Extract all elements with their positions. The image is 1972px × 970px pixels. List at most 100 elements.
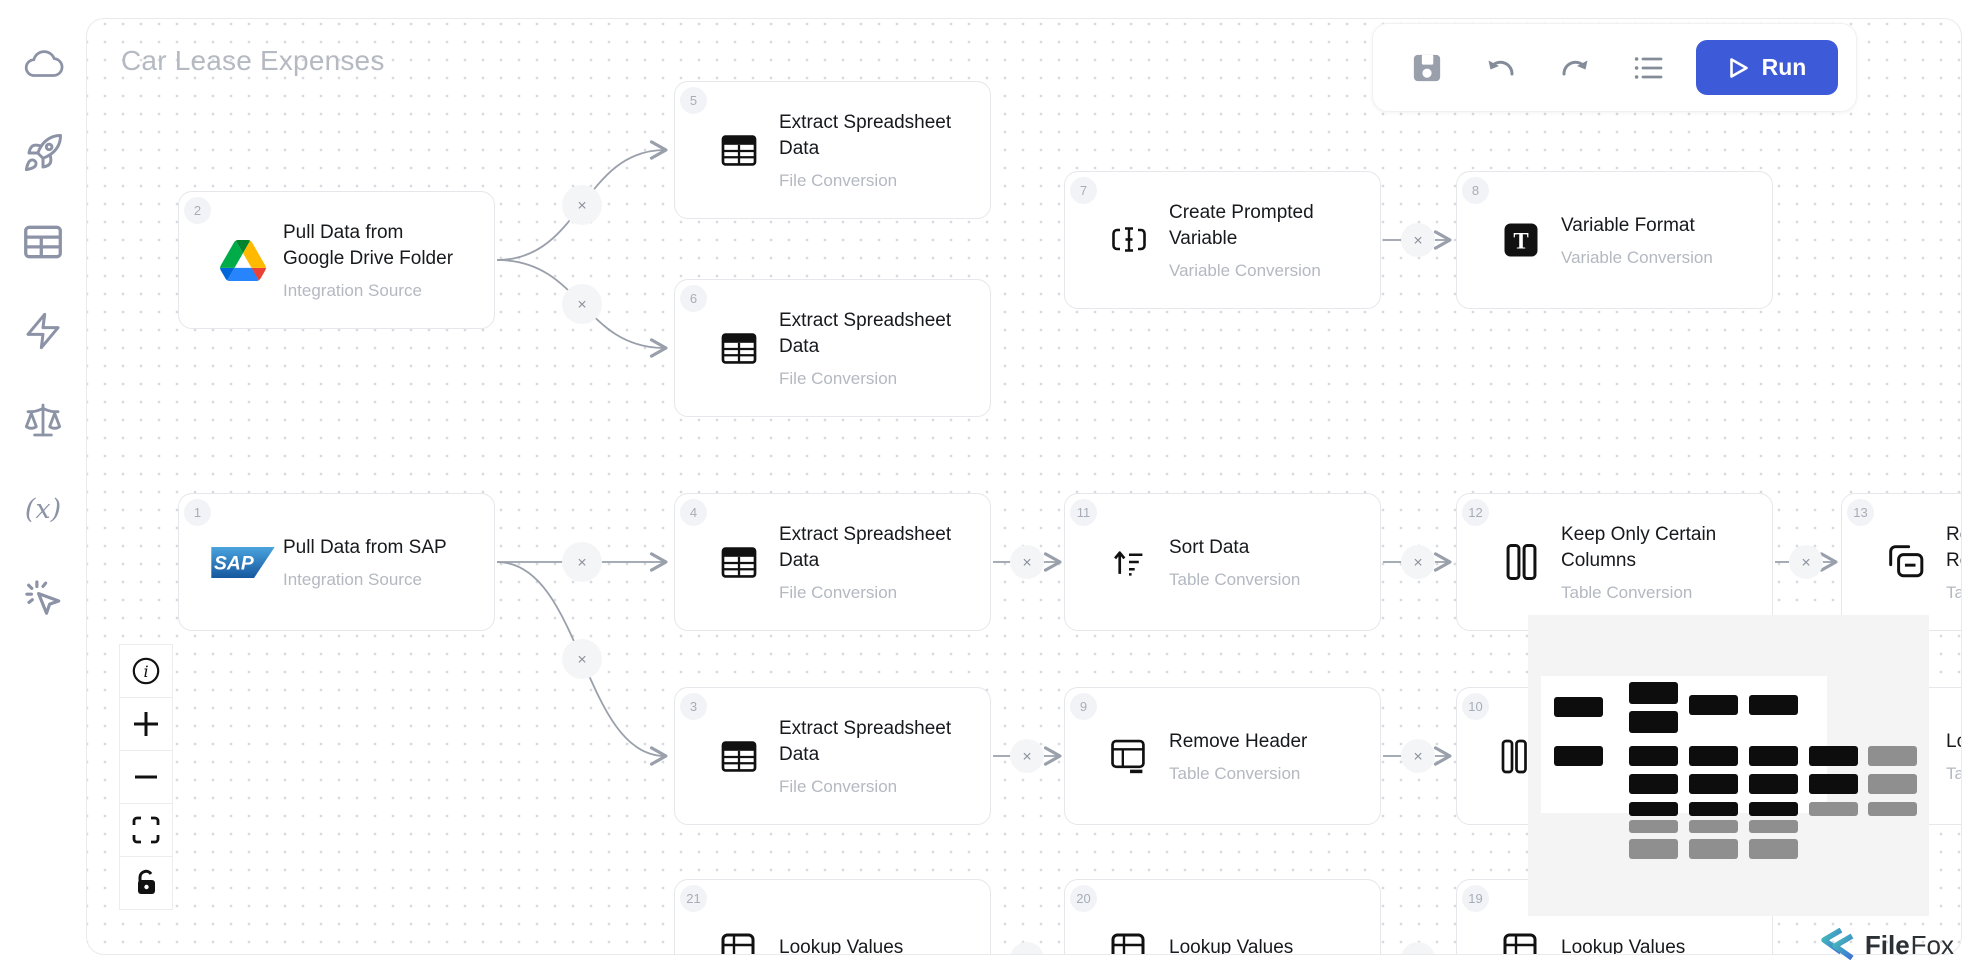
sort-icon bbox=[1097, 546, 1161, 579]
text-cursor-icon bbox=[1097, 223, 1161, 257]
info-icon: i bbox=[131, 656, 161, 686]
node-text: Lookup Values bbox=[1561, 935, 1685, 954]
edge-delete-button[interactable]: × bbox=[1010, 545, 1044, 579]
sidebar-item-scale[interactable] bbox=[17, 394, 69, 446]
unlock-button[interactable] bbox=[119, 856, 173, 910]
node-3[interactable]: 3 Extract Spreadsheet Data File Conversi… bbox=[674, 687, 991, 825]
brand-name-light: Fox bbox=[1910, 929, 1954, 960]
edge-delete-button[interactable]: × bbox=[1789, 545, 1823, 579]
node-text: Keep Only Certain Columns Table Conversi… bbox=[1561, 522, 1716, 603]
zoom-in-button[interactable] bbox=[119, 697, 173, 751]
undo-icon bbox=[1484, 54, 1518, 82]
edge-delete-button[interactable] bbox=[1401, 942, 1435, 955]
spreadsheet-icon bbox=[707, 134, 771, 166]
node-2[interactable]: 2 Pull Data from Google Drive Folder Int… bbox=[178, 191, 495, 329]
node-text: Extract Spreadsheet Data File Conversion bbox=[779, 716, 951, 797]
node-text: Re Ro Ta bbox=[1946, 522, 1961, 603]
node-subtitle: Table Conversion bbox=[1561, 582, 1693, 602]
node-text: Pull Data from Google Drive Folder Integ… bbox=[283, 220, 453, 301]
save-button[interactable] bbox=[1399, 40, 1455, 96]
node-subtitle: File Conversion bbox=[779, 582, 898, 602]
node-8[interactable]: 8 T Variable Format Variable Conversion bbox=[1456, 171, 1773, 309]
plus-icon bbox=[131, 709, 161, 739]
edge-delete-button[interactable]: × bbox=[1401, 545, 1435, 579]
node-title: Extract Spreadsheet Data bbox=[779, 111, 952, 159]
edge-delete-button[interactable]: × bbox=[562, 639, 602, 679]
sidebar-item-click[interactable] bbox=[17, 572, 69, 624]
node-number-badge: 10 bbox=[1462, 693, 1489, 720]
node-6[interactable]: 6 Extract Spreadsheet Data File Conversi… bbox=[674, 279, 991, 417]
edge-delete-button[interactable]: × bbox=[562, 185, 602, 225]
node-title: Re Ro bbox=[1946, 523, 1961, 571]
node-number-badge: 7 bbox=[1070, 177, 1097, 204]
text-format-icon: T bbox=[1489, 222, 1553, 258]
lookup-icon bbox=[1489, 932, 1553, 954]
svg-text:×: × bbox=[1413, 555, 1422, 572]
node-5[interactable]: 5 Extract Spreadsheet Data File Conversi… bbox=[674, 81, 991, 219]
redo-button[interactable] bbox=[1547, 40, 1603, 96]
node-title: Extract Spreadsheet Data bbox=[779, 523, 952, 571]
remove-duplicate-icon bbox=[1874, 543, 1938, 581]
brand-name-bold: File bbox=[1864, 929, 1910, 960]
canvas-controls: i bbox=[119, 644, 173, 910]
fit-view-icon bbox=[132, 816, 160, 844]
columns-icon bbox=[1489, 543, 1553, 581]
node-9[interactable]: 9 Remove Header Table Conversion bbox=[1064, 687, 1381, 825]
node-subtitle: Table Conversion bbox=[1169, 569, 1301, 589]
node-text: Create Prompted Variable Variable Conver… bbox=[1169, 200, 1321, 281]
svg-text:×: × bbox=[577, 297, 586, 314]
node-title: Remove Header bbox=[1169, 730, 1308, 752]
node-12[interactable]: 12 Keep Only Certain Columns Table Conve… bbox=[1456, 493, 1773, 631]
google-drive-logo bbox=[211, 239, 275, 281]
node-number-badge: 5 bbox=[680, 87, 707, 114]
node-11[interactable]: 11 Sort Data Table Conversion bbox=[1064, 493, 1381, 631]
node-subtitle: File Conversion bbox=[779, 776, 898, 796]
svg-text:×: × bbox=[1801, 555, 1810, 572]
node-1[interactable]: 1 SAP Pull Data from SAP Integration Sou… bbox=[178, 493, 495, 631]
edge-delete-button[interactable] bbox=[1010, 942, 1044, 955]
node-13[interactable]: 13 Re Ro Ta bbox=[1841, 493, 1961, 631]
edge-delete-button[interactable]: × bbox=[1401, 739, 1435, 773]
sidebar-item-rocket[interactable] bbox=[17, 127, 69, 179]
info-button[interactable]: i bbox=[119, 644, 173, 698]
node-number-badge: 6 bbox=[680, 285, 707, 312]
play-icon bbox=[1728, 56, 1750, 80]
workflow-title[interactable]: Car Lease Expenses bbox=[121, 45, 385, 76]
list-button[interactable] bbox=[1621, 40, 1677, 96]
workflow-canvas[interactable]: Car Lease Expenses × × × × × × × × × × 2 Pull Dat… bbox=[86, 18, 1962, 955]
node-number-badge: 20 bbox=[1070, 885, 1097, 912]
node-7[interactable]: 7 Create Prompted Variable Variable Conv… bbox=[1064, 171, 1381, 309]
node-title: Sort Data bbox=[1169, 536, 1250, 558]
spreadsheet-icon bbox=[707, 740, 771, 772]
node-subtitle: File Conversion bbox=[779, 368, 898, 388]
node-21[interactable]: 21 Lookup Values bbox=[674, 879, 991, 954]
node-text: Lookup Values bbox=[1169, 935, 1293, 954]
formula-x-icon: (x) bbox=[24, 493, 62, 525]
table-remove-icon bbox=[1097, 739, 1161, 774]
node-4[interactable]: 4 Extract Spreadsheet Data File Conversi… bbox=[674, 493, 991, 631]
list-icon bbox=[1633, 54, 1665, 82]
node-title: Pull Data from Google Drive Folder bbox=[283, 221, 454, 269]
run-button[interactable]: Run bbox=[1696, 40, 1838, 95]
svg-text:×: × bbox=[1022, 749, 1031, 766]
spreadsheet-icon bbox=[707, 332, 771, 364]
sidebar-item-zap[interactable] bbox=[17, 305, 69, 357]
node-title: Variable Format bbox=[1561, 214, 1695, 236]
sidebar-item-formula[interactable]: (x) bbox=[17, 483, 69, 535]
edge-delete-button[interactable]: × bbox=[1401, 223, 1435, 257]
node-text: Variable Format Variable Conversion bbox=[1561, 213, 1713, 268]
zoom-out-button[interactable] bbox=[119, 750, 173, 804]
sidebar-item-tables[interactable] bbox=[17, 216, 69, 268]
sidebar-item-cloud[interactable] bbox=[17, 38, 69, 90]
svg-text:×: × bbox=[577, 555, 586, 572]
node-20[interactable]: 20 Lookup Values bbox=[1064, 879, 1381, 954]
fit-view-button[interactable] bbox=[119, 803, 173, 857]
edge-delete-button[interactable]: × bbox=[562, 542, 602, 582]
cloud-icon bbox=[21, 45, 65, 83]
node-subtitle: Variable Conversion bbox=[1169, 260, 1321, 280]
node-text: Pull Data from SAP Integration Source bbox=[283, 535, 447, 590]
edge-delete-button[interactable]: × bbox=[1010, 739, 1044, 773]
edge-delete-button[interactable]: × bbox=[562, 284, 602, 324]
undo-button[interactable] bbox=[1473, 40, 1529, 96]
